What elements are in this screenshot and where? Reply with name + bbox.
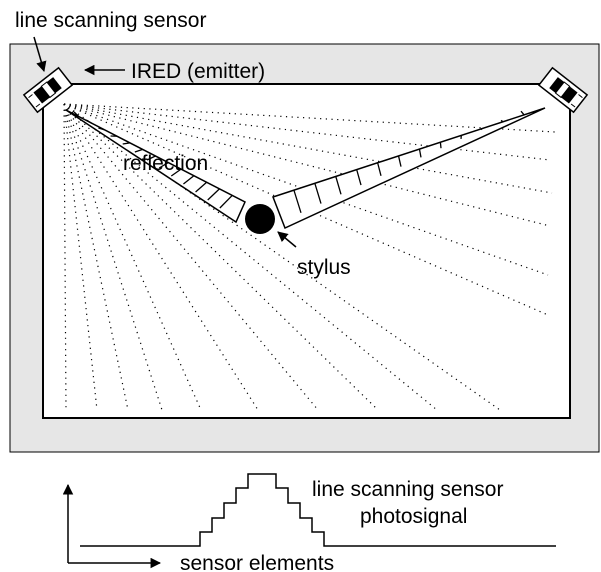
hatch-line	[439, 142, 442, 149]
hatch-line	[85, 119, 92, 124]
stylus-pointer-arrow	[277, 231, 297, 248]
hatch-line	[98, 127, 105, 131]
emitter-beam	[272, 107, 546, 230]
hatch-line	[134, 148, 143, 153]
scan-ray	[63, 103, 319, 411]
scan-ray	[63, 103, 549, 316]
hatch-line	[335, 176, 342, 195]
hatch-line	[195, 181, 208, 193]
hatch-line	[170, 168, 182, 177]
label-line-scanning-sensor: line scanning sensor	[15, 9, 206, 32]
hatch-line	[146, 155, 156, 161]
hatch-line	[397, 155, 402, 167]
hatch-line	[219, 194, 233, 209]
hatch-line	[500, 119, 504, 123]
reflection-beam	[65, 109, 246, 224]
stylus-dot	[245, 204, 275, 234]
label-photosignal-line2: photosignal	[360, 505, 467, 528]
hatch-line	[183, 175, 195, 185]
sensor-pointer-arrow	[33, 36, 47, 73]
scan-ray	[63, 103, 163, 411]
label-ired-emitter: IRED (emitter)	[131, 60, 265, 83]
photosignal-graph: line scanning sensor photosignal sensor …	[62, 473, 556, 572]
hatch-line	[418, 148, 422, 158]
hatch-line	[376, 162, 382, 177]
scan-ray	[63, 103, 379, 411]
scan-ray	[63, 103, 556, 133]
scan-ray	[63, 103, 202, 411]
hatch-line	[480, 128, 483, 131]
label-stylus: stylus	[297, 256, 351, 279]
photosignal-curve	[80, 473, 556, 547]
hatch-line	[73, 111, 80, 118]
scan-ray	[63, 103, 438, 411]
label-photosignal-line1: line scanning sensor	[312, 478, 503, 501]
display-surface	[42, 83, 571, 419]
right-sensor-unit	[537, 66, 589, 114]
hatch-line	[293, 189, 302, 213]
hatch-line	[520, 110, 525, 116]
label-reflection: reflection	[123, 152, 208, 175]
hatch-line	[122, 142, 131, 145]
left-sensor-unit	[22, 66, 74, 114]
hatch-line	[314, 183, 322, 204]
hatch-line	[207, 188, 220, 201]
hatch-line	[158, 162, 169, 169]
scan-ray	[63, 103, 129, 411]
label-sensor-elements: sensor elements	[180, 552, 334, 572]
hatch-line	[356, 169, 362, 186]
